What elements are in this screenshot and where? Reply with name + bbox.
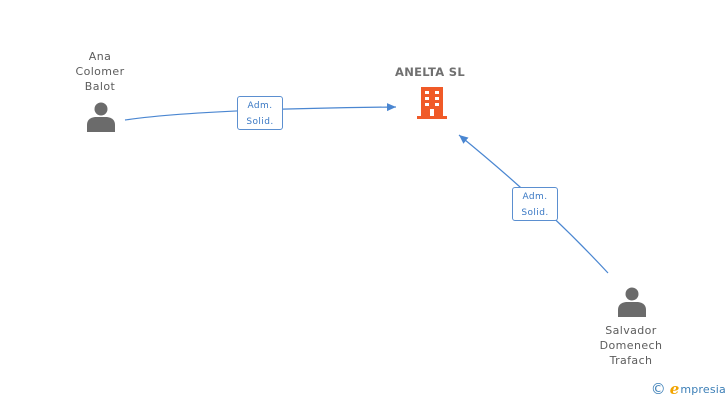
company-name[interactable]: ANELTA SL [395,65,465,79]
person-icon[interactable] [618,287,646,318]
person-icon[interactable] [87,102,115,133]
relation-label-ana: Adm. Solid. [237,96,283,130]
edge-ana-to-company [124,103,397,121]
building-icon[interactable] [417,87,447,119]
relation-type: Solid. [246,117,274,127]
copyright-icon: © [650,380,666,398]
brand-logo-text: mpresia [680,382,726,396]
relation-label-salvador: Adm. Solid. [512,187,558,221]
brand-footer[interactable]: © e mpresia [651,380,726,398]
relation-type: Solid. [521,208,549,218]
relation-role: Adm. [522,192,548,202]
person-name-ana[interactable]: Ana Colomer Balot [75,50,125,93]
relation-role: Adm. [247,101,273,111]
brand-logo-initial: e [669,380,680,398]
person-name-salvador[interactable]: Salvador Domenech Trafach [599,324,663,367]
